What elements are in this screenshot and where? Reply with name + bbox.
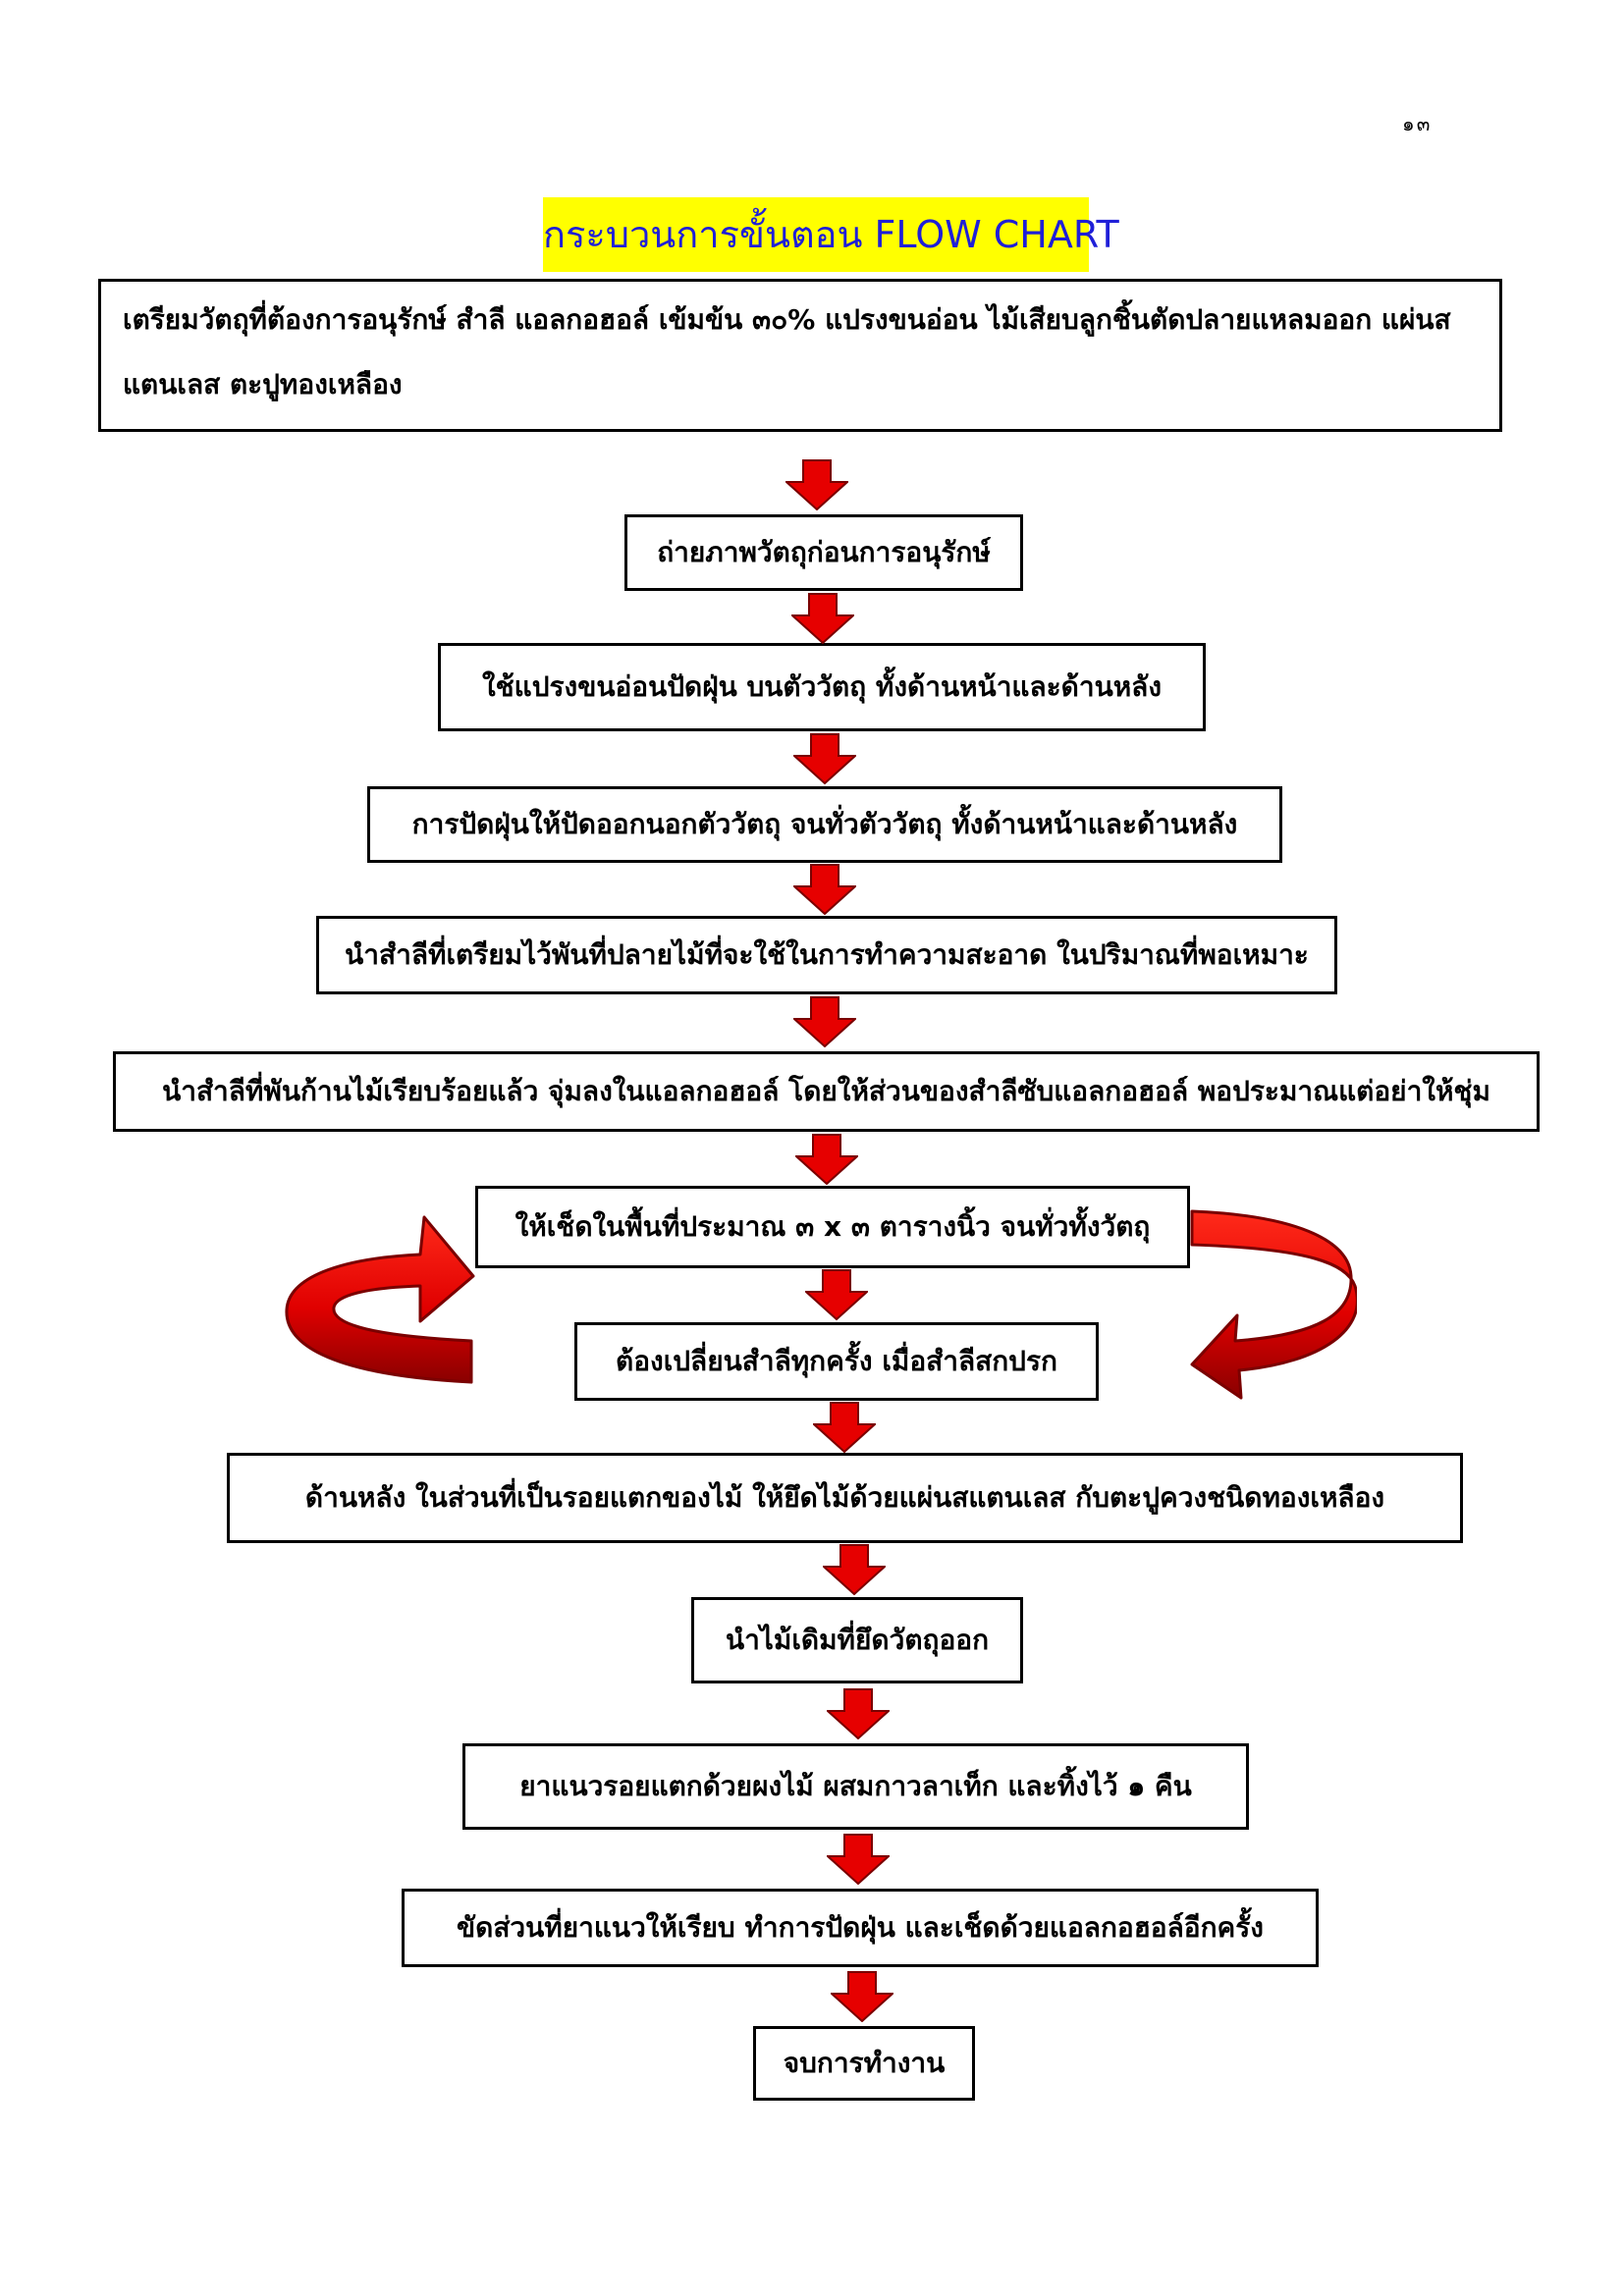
- down-arrow-icon: [793, 733, 856, 784]
- flow-step-4: การปัดฝุ่นให้ปัดออกนอกตัววัตถุ จนทั่วตัว…: [367, 786, 1282, 863]
- page-title: กระบวนการขั้นตอน FLOW CHART: [543, 197, 1119, 272]
- down-arrow-icon: [791, 593, 854, 644]
- down-arrow-icon: [831, 1971, 893, 2022]
- flow-step-3: ใช้แปรงขนอ่อนปัดฝุ่น บนตัววัตถุ ทั้งด้าน…: [438, 643, 1206, 731]
- down-arrow-icon: [785, 459, 848, 510]
- down-arrow-icon: [813, 1402, 876, 1453]
- loop-back-arrow-right-icon: [1190, 1209, 1357, 1400]
- down-arrow-icon: [823, 1544, 886, 1595]
- down-arrow-icon: [793, 996, 856, 1047]
- flow-step-9-label: ด้านหลัง ในส่วนที่เป็นรอยแตกของไม้ ให้ยึ…: [304, 1480, 1385, 1514]
- loop-back-arrow-left-icon: [285, 1215, 475, 1384]
- page-number: ๑๓: [1402, 112, 1433, 135]
- flow-step-6: นำสำลีที่พันก้านไม้เรียบร้อยแล้ว จุ่มลงใ…: [113, 1051, 1540, 1132]
- down-arrow-icon: [827, 1688, 890, 1739]
- flow-step-5: นำสำลีที่เตรียมไว้พันที่ปลายไม้ที่จะใช้ใ…: [316, 916, 1337, 994]
- flow-step-3-label: ใช้แปรงขนอ่อนปัดฝุ่น บนตัววัตถุ ทั้งด้าน…: [481, 669, 1162, 703]
- flow-step-2: ถ่ายภาพวัตถุก่อนการอนุรักษ์: [624, 514, 1023, 591]
- flow-step-6-label: นำสำลีที่พันก้านไม้เรียบร้อยแล้ว จุ่มลงใ…: [162, 1074, 1490, 1107]
- flow-step-7-label: ให้เช็ดในพื้นที่ประมาณ ๓ x ๓ ตารางนิ้ว จ…: [514, 1209, 1151, 1243]
- flow-step-5-label: นำสำลีที่เตรียมไว้พันที่ปลายไม้ที่จะใช้ใ…: [345, 937, 1309, 971]
- flow-step-4-label: การปัดฝุ่นให้ปัดออกนอกตัววัตถุ จนทั่วตัว…: [411, 807, 1238, 840]
- flow-step-12-label: ขัดส่วนที่ยาแนวให้เรียบ ทำการปัดฝุ่น และ…: [457, 1910, 1264, 1944]
- flow-step-12: ขัดส่วนที่ยาแนวให้เรียบ ทำการปัดฝุ่น และ…: [402, 1889, 1319, 1967]
- flow-step-11-label: ยาแนวรอยแตกด้วยผงไม้ ผสมกาวลาเท็ก และทิ้…: [519, 1769, 1192, 1802]
- flow-step-1: เตรียมวัตถุที่ต้องการอนุรักษ์ สำลี แอลกอ…: [98, 279, 1502, 432]
- flow-step-10: นำไม้เดิมที่ยึดวัตถุออก: [691, 1597, 1023, 1683]
- flow-step-8-label: ต้องเปลี่ยนสำลีทุกครั้ง เมื่อสำลีสกปรก: [616, 1344, 1057, 1377]
- down-arrow-icon: [827, 1834, 890, 1885]
- flow-step-1-label: เตรียมวัตถุที่ต้องการอนุรักษ์ สำลี แอลกอ…: [123, 303, 1451, 400]
- flow-step-10-label: นำไม้เดิมที่ยึดวัตถุออก: [725, 1623, 990, 1656]
- flow-step-11: ยาแนวรอยแตกด้วยผงไม้ ผสมกาวลาเท็ก และทิ้…: [462, 1743, 1249, 1830]
- down-arrow-icon: [805, 1269, 868, 1320]
- flow-step-13: จบการทำงาน: [753, 2026, 975, 2101]
- down-arrow-icon: [795, 1134, 858, 1185]
- flow-step-13-label: จบการทำงาน: [783, 2046, 946, 2079]
- down-arrow-icon: [793, 864, 856, 915]
- flow-step-7: ให้เช็ดในพื้นที่ประมาณ ๓ x ๓ ตารางนิ้ว จ…: [475, 1186, 1190, 1268]
- flow-step-8: ต้องเปลี่ยนสำลีทุกครั้ง เมื่อสำลีสกปรก: [574, 1322, 1099, 1401]
- flow-step-9: ด้านหลัง ในส่วนที่เป็นรอยแตกของไม้ ให้ยึ…: [227, 1453, 1463, 1543]
- flow-step-2-label: ถ่ายภาพวัตถุก่อนการอนุรักษ์: [657, 535, 991, 568]
